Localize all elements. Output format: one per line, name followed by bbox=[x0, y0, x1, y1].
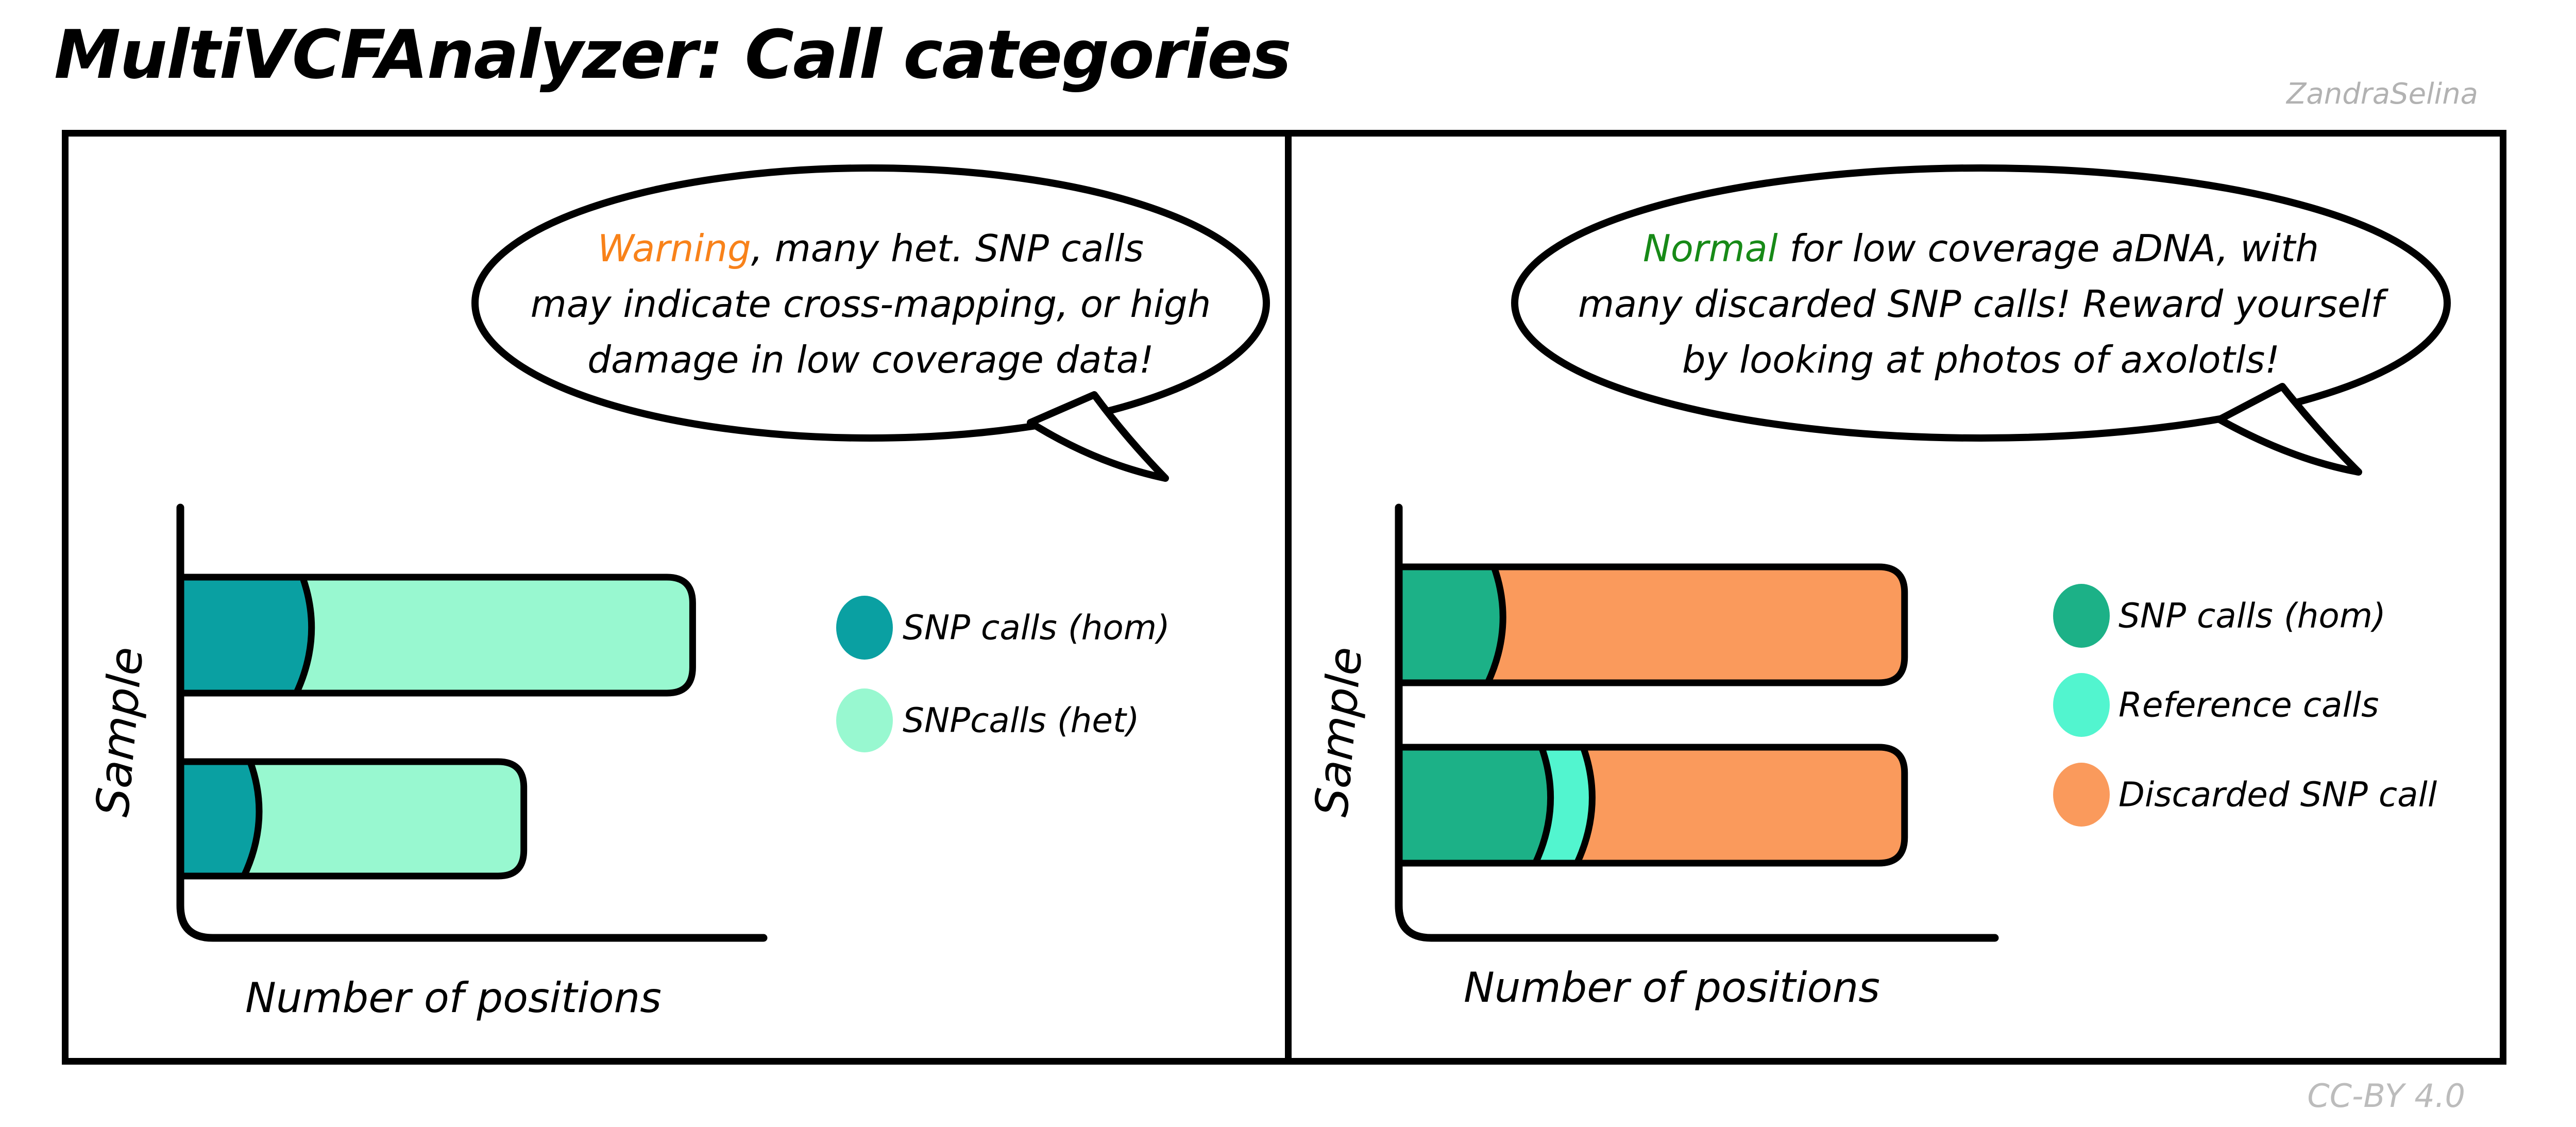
speech-bubble-left-text: Warning, many het. SNP calls may indicat… bbox=[515, 201, 1226, 407]
author-credit: ZandraSelina bbox=[2286, 77, 2478, 111]
bar-chart-left bbox=[177, 574, 696, 880]
panel-frame bbox=[62, 130, 2506, 1065]
license-note: CC-BY 4.0 bbox=[2307, 1077, 2465, 1115]
right-x-axis-label: Number of positions bbox=[1464, 964, 1880, 1012]
speech-bubble-left-tail bbox=[1027, 391, 1169, 482]
bar-sample-1 bbox=[1395, 563, 1908, 686]
speech-bubble-right-body bbox=[1511, 164, 2451, 442]
bar-segment bbox=[1395, 744, 1554, 867]
bubble-right-line2: many discarded SNP calls! Reward yoursel… bbox=[1578, 282, 2384, 326]
speech-bubble-right-tail bbox=[2216, 383, 2362, 476]
left-chart-axes bbox=[176, 503, 768, 942]
bubble-right-line3: by looking at photos of axolotls! bbox=[1682, 338, 2280, 381]
legend-swatch-snp-hom-right-icon bbox=[2053, 584, 2110, 648]
bubble-right-line1: Normal for low coverage aDNA, with bbox=[1643, 221, 2319, 276]
legend-swatch-snp-hom-left-icon bbox=[836, 596, 893, 660]
legend-label-snp-het: SNPcalls (het) bbox=[903, 700, 1140, 741]
page-title: MultiVCFAnalyzer: Call categories bbox=[54, 15, 1292, 94]
bubble-right-line1-rest: for low coverage aDNA, with bbox=[1777, 227, 2319, 270]
bar-chart-right bbox=[1395, 563, 1908, 867]
bubble-left-line1: Warning, many het. SNP calls bbox=[598, 221, 1144, 276]
right-chart-axes bbox=[1395, 503, 1999, 942]
speech-bubble-left-body bbox=[471, 164, 1270, 442]
bar-segment bbox=[1395, 563, 1506, 686]
speech-bubble-right-text: Normal for low coverage aDNA, with many … bbox=[1551, 201, 2411, 407]
bubble-left-line2: may indicate cross-mapping, or high bbox=[530, 282, 1211, 326]
legend-label-snp-hom-left: SNP calls (hom) bbox=[903, 608, 1170, 648]
left-x-axis-label: Number of positions bbox=[245, 974, 662, 1022]
speech-bubble-left bbox=[471, 164, 1270, 482]
bubble-left-line1-rest: , many het. SNP calls bbox=[751, 227, 1144, 270]
bar-sample-2 bbox=[177, 758, 528, 880]
legend-label-reference-calls: Reference calls bbox=[2119, 685, 2379, 725]
legend-swatch-reference-calls-icon bbox=[2053, 673, 2110, 737]
legend-label-snp-hom-right: SNP calls (hom) bbox=[2119, 596, 2386, 636]
legend-swatch-snp-het-icon bbox=[836, 688, 893, 752]
panel-divider bbox=[1285, 130, 1292, 1065]
bubble-highlight-right: Normal bbox=[1642, 227, 1778, 270]
legend-label-discarded-snp: Discarded SNP call bbox=[2119, 775, 2437, 815]
bubble-left-line3: damage in low coverage data! bbox=[587, 338, 1154, 381]
legend-swatch-discarded-snp-icon bbox=[2053, 763, 2110, 827]
speech-bubble-right bbox=[1511, 164, 2451, 476]
bar-segment bbox=[177, 758, 263, 880]
bubble-highlight-left: Warning bbox=[597, 227, 751, 270]
bar-segment bbox=[177, 574, 315, 697]
